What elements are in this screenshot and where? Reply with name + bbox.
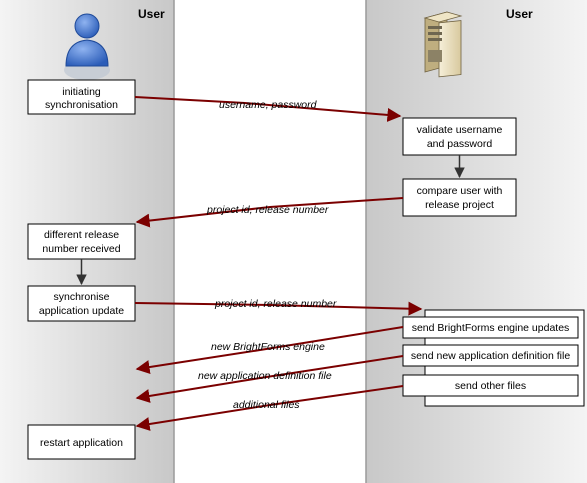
box-restart-application: restart application (27, 424, 136, 460)
box-label-line: synchronise (53, 291, 109, 303)
box-label-line: send other files (455, 380, 526, 392)
user-icon (64, 13, 110, 80)
message-label: username, password (219, 99, 318, 111)
box-compare-user: compare user with release project (402, 178, 517, 217)
message-label: project id, release number (206, 204, 329, 216)
box-label-line: initiating (62, 86, 101, 98)
message-label: new BrightForms engine (211, 341, 325, 353)
box-synchronise-application-update: synchronise application update (27, 285, 136, 322)
box-label-line: release project (425, 199, 494, 211)
box-send-other-files: send other files (402, 374, 579, 397)
message-arrow (134, 301, 423, 316)
box-initiating-synchronisation: initiating synchronisation (27, 79, 136, 115)
box-label-line: synchronisation (45, 99, 118, 111)
message-arrow (135, 326, 404, 374)
box-different-release-number: different release number received (27, 223, 136, 260)
box-label-line: validate username (417, 124, 503, 136)
left-lane-title: User (138, 7, 165, 21)
right-lane (366, 0, 587, 483)
box-label-line: compare user with (417, 185, 503, 197)
message-arrow (135, 197, 404, 228)
right-lane-title: User (506, 7, 533, 21)
box-label-line: different release (44, 229, 119, 241)
message-arrow (135, 355, 404, 403)
box-label-line: application update (39, 305, 124, 317)
box-validate-username: validate username and password (402, 117, 517, 156)
message-label: new application definition file (198, 370, 332, 382)
box-label-line: number received (42, 243, 120, 255)
message-label: additional files (233, 399, 300, 411)
server-icon (423, 11, 463, 78)
box-send-app-definition: send new application definition file (402, 344, 579, 367)
box-label-line: restart application (40, 437, 123, 449)
message-arrow (135, 385, 404, 431)
box-label-line: send new application definition file (411, 350, 571, 362)
box-send-engine-updates: send BrightForms engine updates (402, 316, 579, 339)
box-label-line: send BrightForms engine updates (412, 322, 570, 334)
message-arrow (134, 96, 402, 122)
box-label-line: and password (427, 138, 493, 150)
message-label: project id, release number (214, 298, 337, 310)
